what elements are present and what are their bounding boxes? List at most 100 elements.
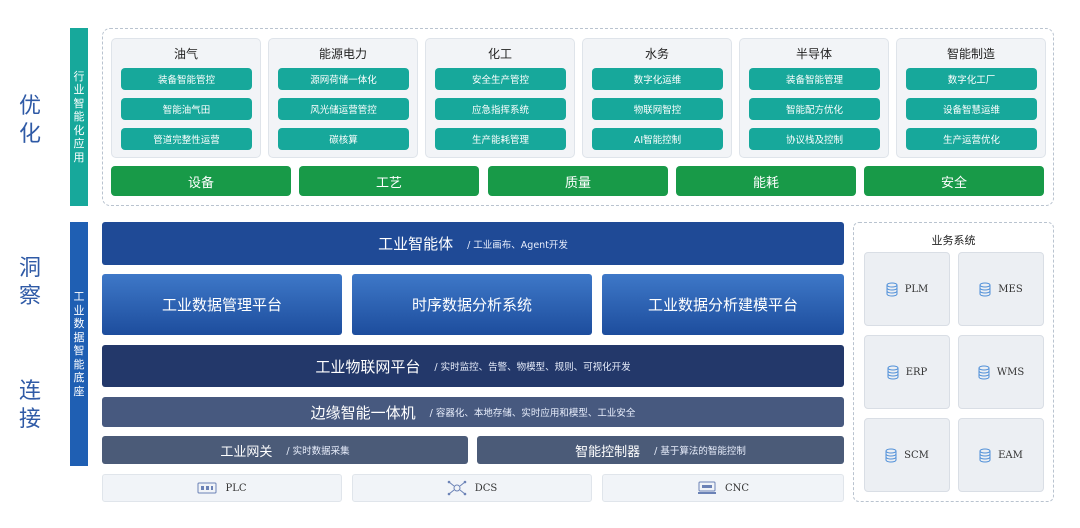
database-icon [886, 282, 898, 296]
industry-app-item[interactable]: 安全生产管控 [435, 68, 566, 90]
business-system-label: EAM [998, 449, 1023, 461]
category-button[interactable]: 设备 [111, 166, 291, 196]
platform-data-management[interactable]: 工业数据管理平台 [102, 274, 342, 335]
platform-data-modeling[interactable]: 工业数据分析建模平台 [602, 274, 844, 335]
vertical-bar-char: 用 [73, 150, 85, 164]
business-systems-title: 业务系统 [931, 234, 976, 247]
side-label-text: 洞 察 [18, 256, 41, 309]
device-label: PLC [225, 482, 247, 494]
edge-subtitle: / 容器化、本地存储、实时应用和模型、工业安全 [429, 408, 636, 419]
database-icon [978, 365, 990, 379]
business-system-label: PLM [904, 283, 929, 295]
industry-app-item[interactable]: 源网荷储一体化 [278, 68, 409, 90]
database-icon [979, 448, 991, 462]
industry-app-item[interactable]: 装备智能管理 [749, 68, 880, 90]
industry-app-item[interactable]: 设备智慧运维 [906, 98, 1037, 120]
device-label: DCS [474, 482, 498, 494]
industry-app-item[interactable]: 协议栈及控制 [749, 128, 880, 150]
vertical-bar-char: 化 [73, 123, 85, 137]
database-icon [979, 282, 991, 296]
industry-app-item[interactable]: 生产运营优化 [906, 128, 1037, 150]
cnc-icon [697, 481, 716, 494]
industry-column: 能源电力源网荷储一体化风光储运营管控碳核算 [268, 38, 418, 158]
industry-app-item[interactable]: AI智能控制 [592, 128, 723, 150]
device-cnc[interactable]: CNC [602, 474, 844, 502]
industry-app-item[interactable]: 装备智能管控 [121, 68, 252, 90]
vertical-bar-char: 能 [73, 110, 85, 124]
industry-title: 能源电力 [318, 47, 367, 61]
business-system-label: WMS [996, 366, 1025, 378]
industrial-agent-row[interactable]: 工业智能体 / 工业画布、Agent开发 [102, 222, 844, 265]
industry-app-item[interactable]: 应急指挥系统 [435, 98, 566, 120]
category-button[interactable]: 能耗 [676, 166, 856, 196]
business-system-card[interactable]: SCM [864, 418, 950, 492]
industry-applications-frame [102, 28, 1054, 206]
category-button[interactable]: 质量 [488, 166, 668, 196]
category-button[interactable]: 安全 [864, 166, 1044, 196]
industry-app-item[interactable]: 智能油气田 [121, 98, 252, 120]
industry-column: 化工安全生产管控应急指挥系统生产能耗管理 [425, 38, 575, 158]
industry-title: 智能制造 [946, 47, 995, 61]
business-system-card[interactable]: PLM [864, 252, 950, 326]
controller-title: 智能控制器 [575, 444, 641, 460]
database-icon [887, 365, 899, 379]
industry-column: 半导体装备智能管理智能配方优化协议栈及控制 [739, 38, 889, 158]
label-connect: 连 接 [16, 378, 44, 434]
platform-label: 工业数据管理平台 [161, 296, 282, 314]
iot-title: 工业物联网平台 [315, 357, 421, 376]
category-button[interactable]: 工艺 [299, 166, 479, 196]
industry-title: 化工 [487, 47, 512, 61]
vertical-bar-char: 能 [73, 357, 85, 371]
industry-app-item[interactable]: 数字化运维 [592, 68, 723, 90]
platform-label: 工业数据分析建模平台 [647, 296, 798, 314]
industry-app-item[interactable]: 管道完整性运营 [121, 128, 252, 150]
gateway-title: 工业网关 [220, 444, 273, 460]
industry-app-item[interactable]: 智能配方优化 [749, 98, 880, 120]
vertical-bar-char: 智 [73, 96, 85, 110]
smart-controller-row[interactable]: 智能控制器 / 基于算法的智能控制 [477, 436, 844, 464]
edge-title: 边缘智能一体机 [310, 403, 416, 422]
business-systems-frame [853, 222, 1054, 502]
agent-title: 工业智能体 [378, 235, 454, 253]
platform-timeseries-analysis[interactable]: 时序数据分析系统 [352, 274, 592, 335]
industry-app-item[interactable]: 碳核算 [278, 128, 409, 150]
vertical-bar-char: 底 [73, 371, 85, 384]
vertical-bar-char: 数 [73, 317, 85, 330]
industry-app-item[interactable]: 生产能耗管理 [435, 128, 566, 150]
device-dcs[interactable]: DCS [352, 474, 592, 502]
industry-app-item[interactable]: 风光储运营管控 [278, 98, 409, 120]
agent-subtitle: / 工业画布、Agent开发 [467, 239, 568, 251]
vertical-bar-char: 应 [73, 137, 85, 151]
business-system-card[interactable]: EAM [958, 418, 1044, 492]
iot-subtitle: / 实时监控、告警、物模型、规则、可视化开发 [434, 362, 631, 373]
controller-subtitle: / 基于算法的智能控制 [654, 446, 746, 457]
iot-platform-row[interactable]: 工业物联网平台 / 实时监控、告警、物模型、规则、可视化开发 [102, 345, 844, 387]
industry-app-item[interactable]: 数字化工厂 [906, 68, 1037, 90]
edge-appliance-row[interactable]: 边缘智能一体机 / 容器化、本地存储、实时应用和模型、工业安全 [102, 397, 844, 427]
label-optimize: 优 化 [16, 93, 44, 149]
side-label-text: 连 接 [18, 379, 41, 432]
vertical-bar-char: 业 [73, 303, 85, 317]
platform-label: 时序数据分析系统 [411, 296, 532, 314]
business-system-label: SCM [904, 449, 929, 461]
business-system-card[interactable]: MES [958, 252, 1044, 326]
device-plc[interactable]: PLC [102, 474, 342, 502]
vertical-bar-char: 业 [73, 83, 85, 97]
business-system-card[interactable]: ERP [864, 335, 950, 409]
vertical-bar-char: 工 [73, 290, 85, 303]
side-label-text: 优 化 [18, 94, 41, 147]
label-insight: 洞 察 [16, 255, 44, 311]
database-icon [885, 448, 897, 462]
industrial-gateway-row[interactable]: 工业网关 / 实时数据采集 [102, 436, 468, 464]
business-system-label: ERP [905, 366, 928, 378]
business-system-label: MES [998, 283, 1023, 295]
device-label: CNC [724, 482, 750, 494]
business-system-card[interactable]: WMS [958, 335, 1044, 409]
vertical-bar-char: 座 [73, 384, 85, 398]
industry-title: 水务 [644, 47, 669, 61]
industry-column: 水务数字化运维物联网智控 AI智能控制 [582, 38, 732, 158]
industry-app-item[interactable]: 物联网智控 [592, 98, 723, 120]
industry-column: 智能制造数字化工厂设备智慧运维生产运营优化 [896, 38, 1046, 158]
vertical-bar-char: 据 [73, 330, 85, 344]
industry-title: 半导体 [795, 47, 832, 61]
